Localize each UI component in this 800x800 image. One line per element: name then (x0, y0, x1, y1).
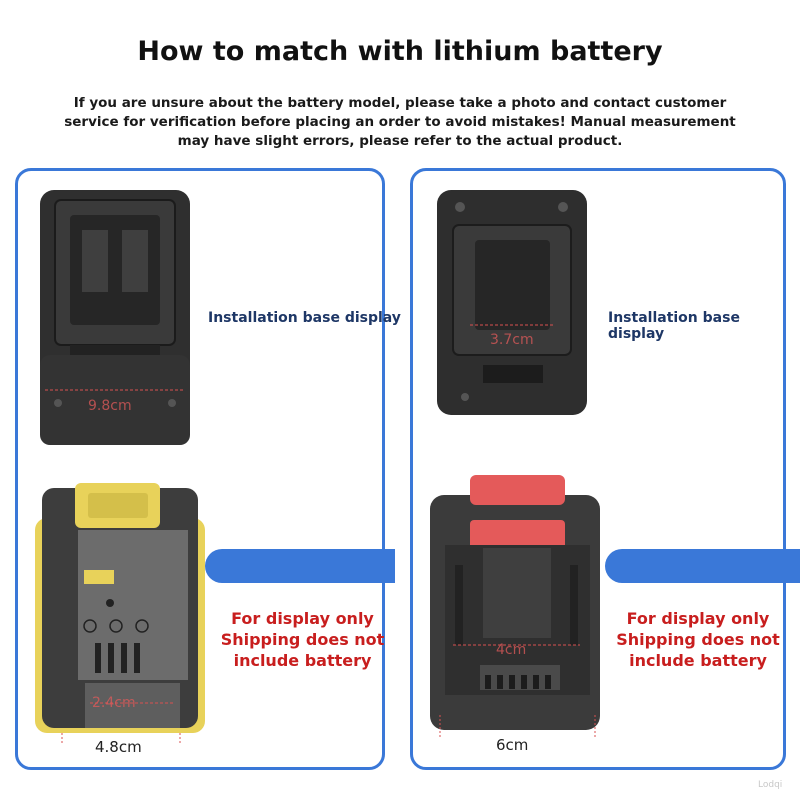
left-battery-image (35, 483, 205, 743)
right-battery-image (430, 475, 600, 738)
right-width-label: 6cm (496, 736, 529, 754)
instruction-line-3: may have slight errors, please refer to … (177, 133, 623, 149)
watermark: Lodqi (758, 780, 783, 790)
right-note-line-1: For display only (626, 609, 770, 628)
right-note-line-2: Shipping does not (616, 630, 780, 649)
right-battery-measurement: 4cm (496, 642, 527, 658)
left-display-note: For display only Shipping does not inclu… (215, 608, 390, 671)
right-note-line-3: include battery (629, 651, 767, 670)
left-width-label: 4.8cm (95, 738, 142, 756)
right-installation-label: Installation base display (608, 310, 740, 342)
right-installation-base-image (437, 190, 587, 415)
instruction-line-2: service for verification before placing … (64, 114, 736, 130)
left-installation-label: Installation base display (208, 310, 401, 326)
instruction-line-1: If you are unsure about the battery mode… (73, 95, 727, 111)
left-note-line-2: Shipping does not (220, 630, 385, 649)
right-divider-bar (605, 549, 800, 583)
left-battery-measurement: 2.4cm (92, 695, 136, 711)
left-divider-bar (205, 549, 395, 583)
left-base-measurement: 9.8cm (88, 398, 132, 414)
left-installation-base-image (40, 190, 190, 445)
instruction-text: If you are unsure about the battery mode… (60, 94, 740, 151)
right-display-note: For display only Shipping does not inclu… (612, 608, 784, 671)
left-note-line-1: For display only (231, 609, 374, 628)
page-title: How to match with lithium battery (137, 36, 663, 67)
right-base-measurement: 3.7cm (490, 332, 534, 348)
left-note-line-3: include battery (233, 651, 372, 670)
